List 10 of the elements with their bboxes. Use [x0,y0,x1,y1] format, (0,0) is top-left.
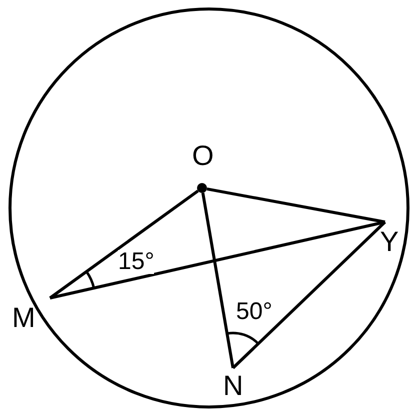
angle-label: 15° [118,250,154,274]
line-segment [49,190,199,300]
line-segment [206,187,386,224]
line-segment [232,220,386,370]
point-label: Y [380,228,399,256]
point-label: O [192,142,214,170]
point-label: N [223,372,244,400]
line-segment [50,220,386,300]
point-label: M [12,304,36,332]
line-segment [201,192,234,368]
